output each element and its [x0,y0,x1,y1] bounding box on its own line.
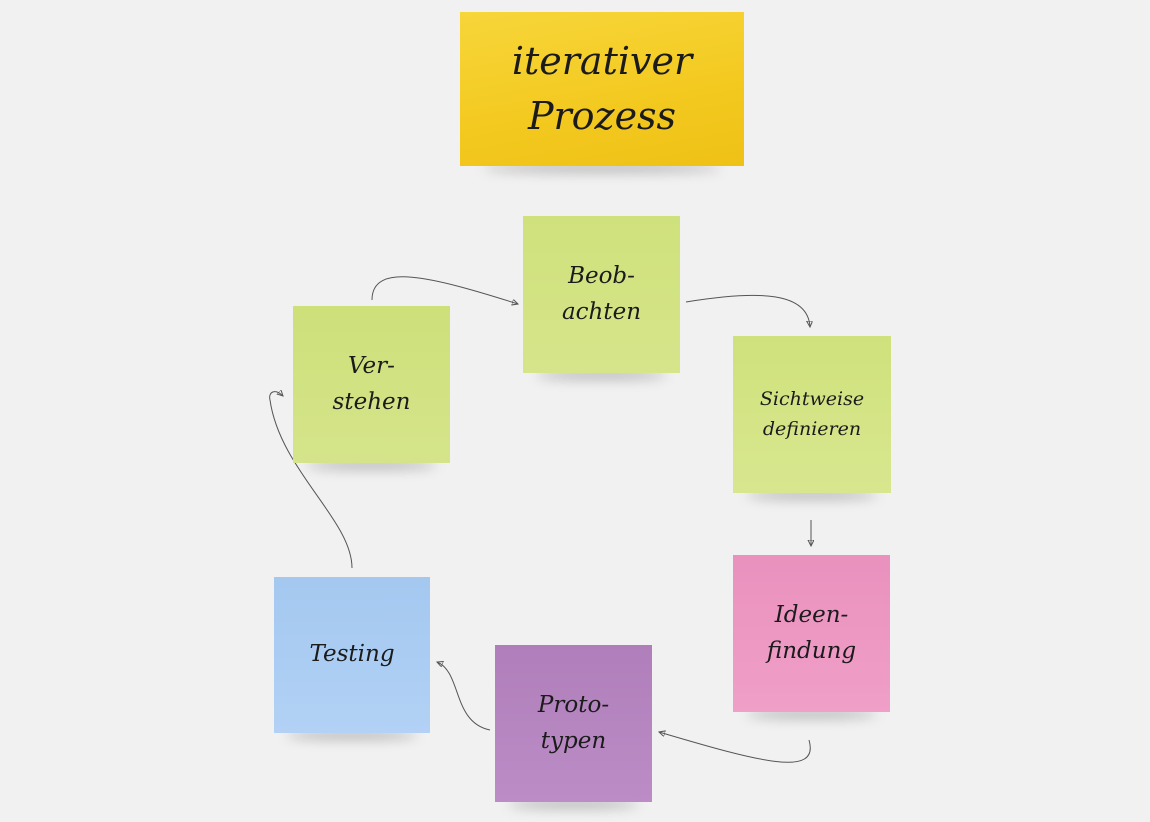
title-sticky-note[interactable]: iterativer Prozess [460,12,744,166]
note-line-1: Sichtweise [759,388,865,411]
note-line-1: Ver- [348,352,395,379]
sticky-note-beobachten[interactable]: Beob- achten [523,216,680,373]
sticky-note-sichtweise-definieren[interactable]: Sichtweise definieren [733,336,891,493]
note-line-1: Testing [309,641,395,668]
note-line-2: definieren [762,417,862,440]
sticky-note-prototypen[interactable]: Proto- typen [495,645,652,802]
arrow-prototypen-to-testing[interactable] [437,662,491,731]
arrow-testing-to-verstehen[interactable] [269,392,353,569]
note-line-2: stehen [332,388,411,415]
note-line-1: Ideen- [774,601,849,628]
arrow-verstehen-to-beobachten[interactable] [371,276,518,304]
note-line-1: Beob- [568,262,635,289]
arrow-beobachten-to-sichtweise[interactable] [685,294,810,327]
title-line-2: Prozess [527,94,677,138]
title-line-1: iterativer [511,38,693,83]
note-line-2: typen [540,727,607,754]
sticky-note-ideenfindung[interactable]: Ideen- findung [733,555,890,712]
sticky-note-verstehen[interactable]: Ver- stehen [293,306,450,463]
note-line-2: achten [561,298,642,325]
arrow-ideenfindung-to-prototypen[interactable] [659,732,811,763]
note-line-2: findung [766,637,857,664]
sticky-note-testing[interactable]: Testing [274,577,430,733]
note-line-1: Proto- [537,691,610,718]
